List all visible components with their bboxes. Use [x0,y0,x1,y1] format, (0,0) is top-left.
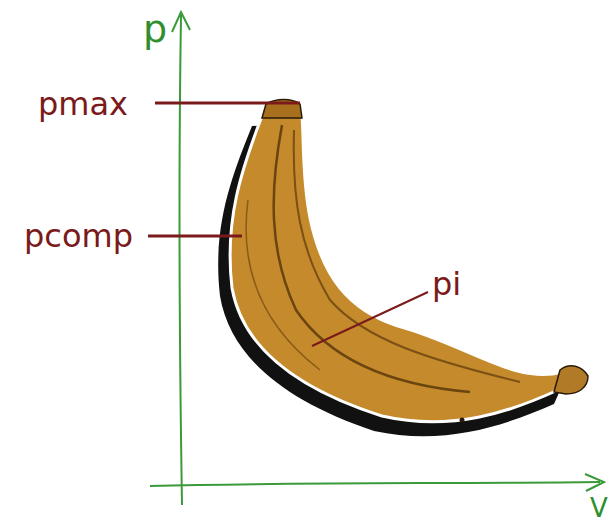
axis-label: p [143,10,167,48]
pi-leader [312,292,428,346]
axis-label: V [590,495,608,521]
pressure-label: pcomp [24,220,133,252]
axis-arrow [585,474,604,491]
pressure-label: pi [432,268,461,300]
banana-ridge [294,130,520,382]
banana-ridge [274,125,470,392]
pcomp-line [148,235,242,238]
pressure-label: pmax [38,88,128,120]
banana-ridge [246,200,320,370]
banana-tip [554,366,588,394]
v-axis [150,482,600,486]
banana-spot [460,418,465,423]
p-axis [179,15,182,505]
banana-body [230,116,562,422]
pmax-line [155,102,300,105]
axis-arrow [172,12,190,32]
